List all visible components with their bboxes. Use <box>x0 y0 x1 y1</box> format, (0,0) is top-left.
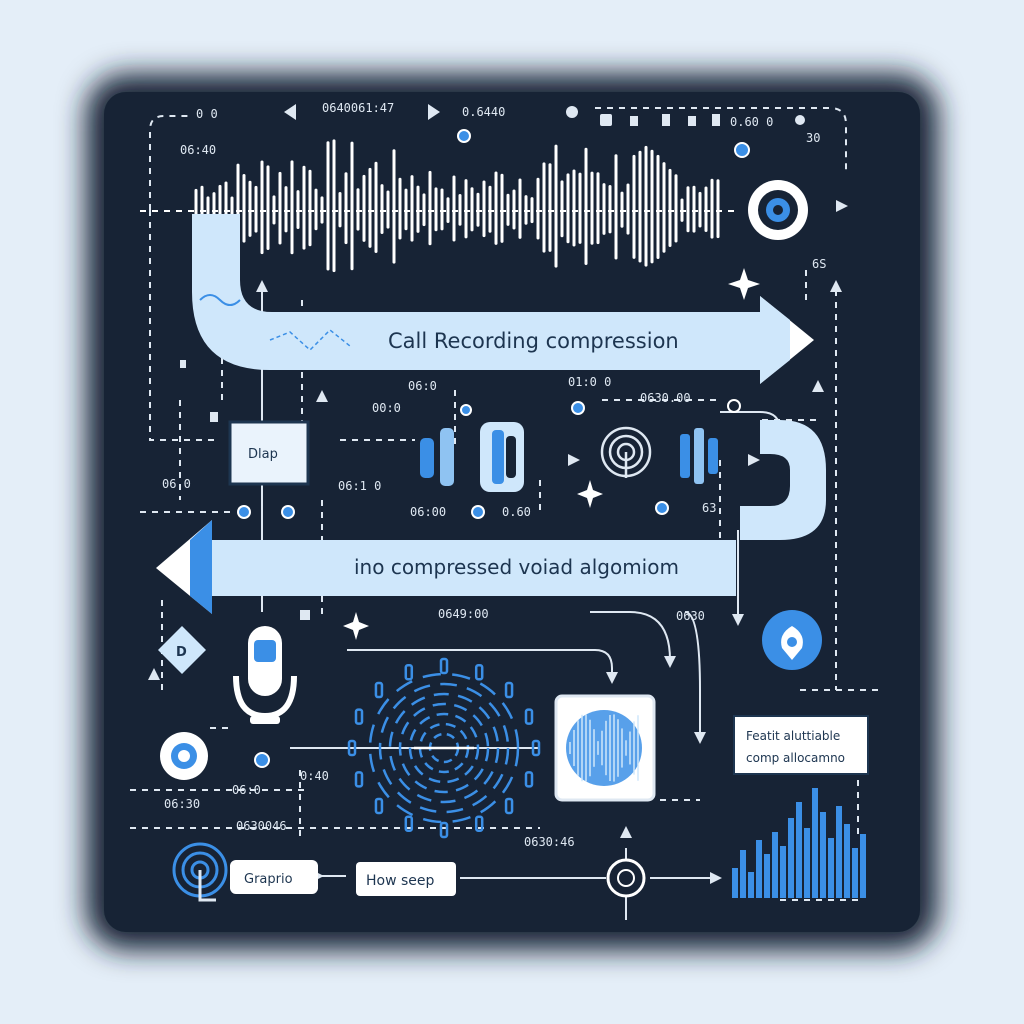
wave-card-glow <box>566 710 642 786</box>
top-band <box>192 214 760 370</box>
readout-14: 06:00 <box>410 505 446 519</box>
middle-band <box>206 540 736 596</box>
readout-7: 6S <box>812 257 826 271</box>
readout-11: 00:0 <box>372 401 401 415</box>
dashed-connectors <box>130 107 880 901</box>
svg-text:D: D <box>176 645 187 660</box>
readout-2: 0640061:47 <box>322 101 394 115</box>
target-icon <box>160 732 208 780</box>
compression-glyphs <box>420 422 718 492</box>
fingerprint-icon-bottom <box>172 842 228 902</box>
readout-6: 06:40 <box>180 143 216 157</box>
readout-16: 63 <box>702 501 716 515</box>
readout-23: 0630:46 <box>524 835 575 849</box>
readout-15: 0.60 <box>502 505 531 519</box>
readout-5: 30 <box>806 131 820 145</box>
wave-card-lines <box>569 714 639 782</box>
location-pin-icon <box>762 610 822 670</box>
audio-waveform <box>194 139 720 273</box>
dlap-box <box>228 420 310 486</box>
readout-9: 01:0 0 <box>568 375 611 389</box>
how-seep-label: How seep <box>366 873 435 889</box>
readout-4: 0.60 0 <box>730 115 773 129</box>
target-icon-bottom <box>606 858 646 898</box>
fingerprint-icon <box>600 426 652 478</box>
dot-markers <box>237 129 750 768</box>
tiny-glyphs <box>180 106 805 620</box>
readout-20: 06:0 <box>232 783 261 797</box>
readout-18: 0630 <box>676 609 705 623</box>
graprio-box <box>230 860 318 894</box>
graprio-label: Graprio <box>244 872 293 887</box>
readout-1: 0 0 <box>196 107 218 121</box>
microphone-icon <box>233 626 297 724</box>
readout-3: 0.6440 <box>462 105 505 119</box>
sparkle-icon <box>343 268 760 640</box>
readout-12: 06 0 <box>162 477 191 491</box>
data-burst <box>347 657 541 839</box>
bar-chart-icon <box>732 788 866 898</box>
readout-17: 0649:00 <box>438 607 489 621</box>
readout-10: 0630.00 <box>640 391 691 405</box>
readout-8: 06:0 <box>408 379 437 393</box>
top-band-label: Call Recording compression <box>388 329 679 353</box>
dlap-label: Dlap <box>248 447 278 462</box>
feature-line1: Featit aluttiable <box>746 729 840 743</box>
readout-21: 06:30 <box>164 797 200 811</box>
feature-line2: comp allocamno <box>746 751 845 765</box>
band-wave-doodle-2 <box>269 328 351 352</box>
readout-13: 06:1 0 <box>338 479 381 493</box>
feature-box <box>733 715 869 775</box>
readout-22: 0630046 <box>236 819 287 833</box>
diamond-marker: D <box>158 626 206 674</box>
right-loop-band <box>740 420 826 540</box>
how-seep-box <box>356 862 456 896</box>
readout-19: 0:40 <box>300 769 329 783</box>
panel <box>104 92 920 932</box>
middle-band-label: ino compressed voiad algomiom <box>354 555 679 579</box>
target-icon-top <box>748 180 808 240</box>
top-band-arrowhead-shade <box>760 296 790 384</box>
band-wave-doodle <box>199 294 241 306</box>
middle-band-arrowhead-shade <box>190 520 212 614</box>
